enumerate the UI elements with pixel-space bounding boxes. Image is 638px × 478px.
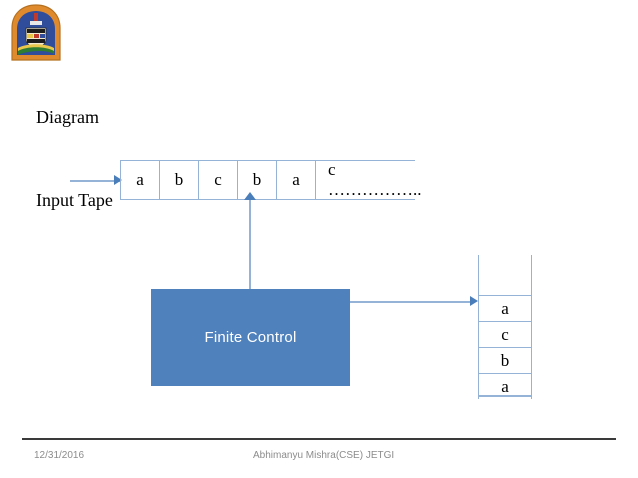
footer-date: 12/31/2016 [34, 450, 85, 461]
stack-link-arrow-line [350, 301, 474, 303]
stack-bottom-edge [478, 395, 532, 397]
tape-cell: b [237, 161, 276, 199]
input-tape: a b c b a c …………….. [120, 160, 422, 200]
input-tape-label: Input Tape [36, 190, 113, 210]
page-title: Diagram [36, 107, 99, 127]
stack-link-arrow-icon [470, 296, 478, 306]
finite-control-label: Finite Control [204, 329, 297, 346]
tape-input-arrow-icon [114, 175, 122, 185]
tape-cell: b [159, 161, 198, 199]
tape-cell: a [276, 161, 315, 199]
institute-crest-logo [8, 2, 64, 64]
stack-cell: a [479, 373, 531, 399]
finite-control-box: Finite Control [151, 289, 350, 386]
tape-cell: c [198, 161, 237, 199]
stack-cell: a [479, 295, 531, 321]
tape-cell: a [120, 161, 159, 199]
stack-column: a c b a [478, 255, 532, 399]
tape-input-arrow-line [70, 180, 120, 182]
footer-divider [22, 438, 616, 440]
stack-cell-empty [479, 255, 531, 295]
footer-author: Abhimanyu Mishra(CSE) JETGI [253, 450, 395, 461]
stack-cell: b [479, 347, 531, 373]
stack-cell: c [479, 321, 531, 347]
read-head-arrow-line [249, 200, 251, 290]
read-head-arrow-icon [244, 192, 256, 200]
tape-cell-tail: c …………….. [315, 160, 422, 199]
